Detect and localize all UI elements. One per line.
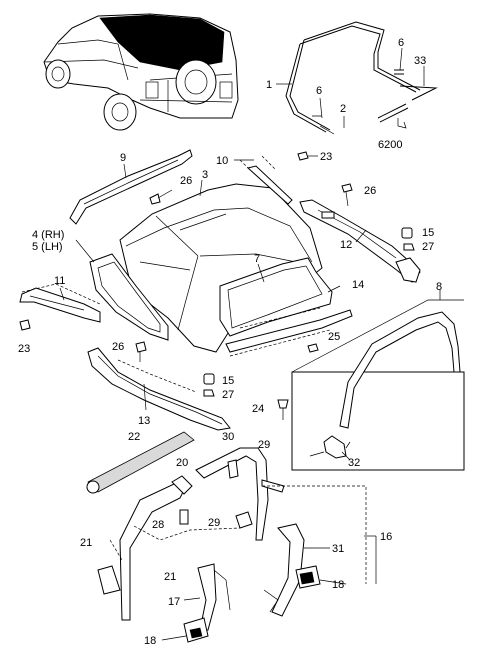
- rail-14: [225, 307, 353, 357]
- roll-bar: [97, 447, 367, 621]
- callout-1: 1: [266, 79, 272, 91]
- callout-26a: 26: [180, 175, 192, 187]
- callout-29a: 29: [258, 439, 270, 451]
- callout-26b: 26: [364, 185, 376, 197]
- pipe-22: [86, 431, 195, 494]
- callout-20: 20: [176, 457, 188, 469]
- leader-lines: [59, 47, 441, 641]
- seat-belt-right: [263, 523, 321, 617]
- callout-24: 24: [252, 403, 264, 415]
- callout-18b: 18: [332, 579, 344, 591]
- weatherstrip-assembly: [285, 21, 438, 135]
- callout-6b: 6: [316, 85, 322, 97]
- callout-2: 2: [340, 103, 346, 115]
- callout-29b: 29: [208, 517, 220, 529]
- callout-27a: 27: [422, 241, 434, 253]
- bracket-10: [239, 155, 293, 205]
- callout-21a: 21: [80, 537, 92, 549]
- callout-4: 4 (RH): [32, 229, 64, 241]
- vehicle-illustration: [43, 13, 239, 131]
- rail-11: [19, 283, 101, 323]
- soft-top-3: [89, 183, 333, 353]
- callout-7: 7: [254, 253, 260, 265]
- callout-11: 11: [54, 275, 65, 287]
- callout-13: 13: [138, 415, 150, 427]
- frame-8: [291, 299, 465, 471]
- callout-26c: 26: [112, 341, 124, 353]
- callout-23b: 23: [18, 343, 30, 355]
- callout-21b: 21: [164, 571, 176, 583]
- callout-18a: 18: [144, 635, 156, 647]
- callout-labels: 1 2 3 4 (RH) 5 (LH) 6 6 7 8 9 10 11 12 1…: [18, 37, 442, 647]
- callout-6a: 6: [398, 37, 404, 49]
- callout-15b: 15: [222, 375, 234, 387]
- callout-33: 33: [414, 55, 426, 67]
- callout-28: 28: [152, 519, 164, 531]
- callout-5: 5 (LH): [32, 241, 63, 253]
- callout-12: 12: [340, 239, 352, 251]
- side-rail-12: [299, 199, 421, 283]
- callout-27b: 27: [222, 389, 234, 401]
- callout-14: 14: [352, 279, 364, 291]
- roof-rail-9: [69, 149, 193, 225]
- callout-15a: 15: [422, 227, 434, 239]
- callout-31: 31: [332, 543, 344, 555]
- callout-16: 16: [380, 531, 392, 543]
- fasteners: [19, 151, 415, 420]
- callout-6200: 6200: [378, 139, 402, 151]
- callout-10: 10: [216, 155, 228, 167]
- callout-30: 30: [222, 431, 234, 443]
- callout-9: 9: [120, 152, 126, 164]
- callout-3: 3: [202, 169, 208, 181]
- callout-22: 22: [128, 431, 140, 443]
- rail-13: [87, 347, 231, 431]
- seat-belt-left: [183, 563, 231, 643]
- callout-23a: 23: [320, 151, 332, 163]
- callout-32: 32: [348, 457, 360, 469]
- callout-25: 25: [328, 331, 340, 343]
- callout-17: 17: [168, 596, 180, 608]
- callout-8: 8: [436, 281, 442, 293]
